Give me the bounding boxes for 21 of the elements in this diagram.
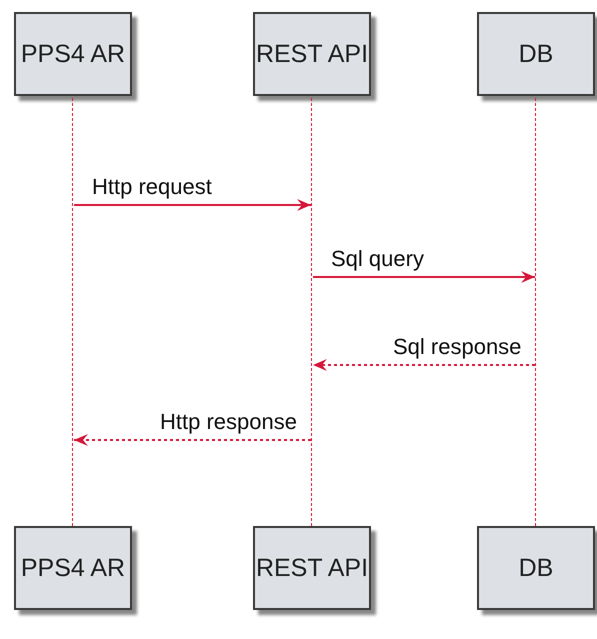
edge-label: Sql response [391,335,524,359]
message-arrow [313,271,535,283]
participant-name: PPS4 AR [20,553,126,583]
message-arrow [313,359,535,371]
participant-box [253,12,371,96]
participant-name: DB [518,39,554,69]
lifeline [311,98,313,526]
participant-box [477,12,595,96]
message-arrow [74,199,311,211]
participant-box [14,12,132,96]
participant-box [14,526,132,610]
participant-name: PPS4 AR [20,39,126,69]
message-arrow [74,434,311,446]
participant-box [253,526,371,610]
edge-label: Sql query [329,247,426,271]
participant-name: DB [518,553,554,583]
lifeline [535,98,537,526]
participant-box [477,526,595,610]
participant-name: REST API [256,553,368,583]
lifeline [72,98,74,526]
participant-name: REST API [256,39,368,69]
